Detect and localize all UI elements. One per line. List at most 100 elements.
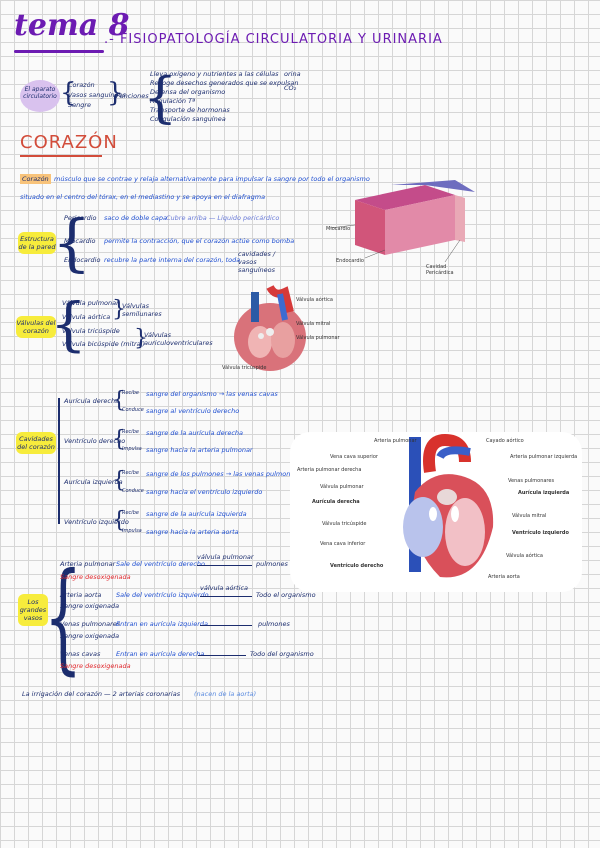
vaso-desc: Sale del ventrículo izquierdo bbox=[116, 591, 209, 599]
heart-big-label: Venas pulmonares bbox=[508, 478, 554, 484]
estructura-item-name: Miocardio bbox=[64, 237, 96, 245]
valvula-item: Válvula bicúspide (mitral) bbox=[62, 340, 145, 348]
funcion-item: Regulación Tª bbox=[150, 97, 195, 105]
irrigacion-text: La irrigación del corazón — 2 arterias c… bbox=[22, 690, 180, 698]
aparato-part: Corazón bbox=[68, 81, 95, 89]
valvula-item: Válvula pulmonar bbox=[62, 299, 119, 307]
funcion-item: Defensa del organismo bbox=[150, 88, 225, 96]
estructura-item-desc: saco de doble capa bbox=[104, 214, 167, 222]
vaso-dest: pulmones bbox=[258, 620, 290, 628]
title-underline bbox=[14, 50, 104, 53]
cavidad-verb: Conduce bbox=[122, 407, 144, 413]
cavidad-text: sangre hacia el ventrículo izquierdo bbox=[146, 488, 262, 496]
vaso-desc: Entran en aurícula derecha bbox=[116, 650, 204, 658]
heart-small-label: Válvula aórtica bbox=[296, 297, 333, 303]
heart-big-label: Vena cava inferior bbox=[320, 541, 365, 547]
cavidad-verb: Recibe bbox=[122, 390, 139, 396]
page-subtitle: .- FISIOPATOLOGÍA CIRCULATORIA Y URINARI… bbox=[104, 32, 443, 47]
cavidad-verb: Impulsa bbox=[122, 528, 142, 534]
heart-anatomy-illustration bbox=[385, 432, 505, 592]
heart-big-label: Vena cava superior bbox=[330, 454, 378, 460]
cavidad-verb: Recibe bbox=[122, 510, 139, 516]
estructura-item-name: Endocardio bbox=[64, 256, 100, 264]
vaso-type: Sangre oxigenada bbox=[60, 632, 119, 640]
vaso-dest: Todo el organismo bbox=[256, 591, 316, 599]
cavidad-verb: Recibe bbox=[122, 429, 139, 435]
corazon-term: Corazón bbox=[20, 174, 51, 184]
heart-big-label: Ventrículo derecho bbox=[330, 563, 383, 569]
estructura-item-extra: cavidades / vasos sanguíneos bbox=[238, 250, 283, 274]
valvulas-group: Válvulas auriculoventriculares bbox=[144, 331, 204, 347]
heart-big-label: Aurícula izquierda bbox=[518, 490, 569, 496]
heart-small-label: Válvula pulmonar bbox=[296, 335, 340, 341]
estructura-item-extra: Cubre arriba — Líquido pericárdico bbox=[166, 214, 279, 222]
funcion-item: Lleva oxígeno y nutrientes a las células bbox=[150, 70, 279, 78]
corazon-def-line2: situado en el centro del tórax, en el me… bbox=[20, 193, 265, 201]
estructura-label: Estructura de la pared bbox=[18, 232, 56, 254]
vaso-type: Sangre desoxigenada bbox=[60, 573, 131, 581]
estructura-item-desc: recubre la parte interna del corazón, to… bbox=[104, 256, 240, 264]
vaso-name: Arteria pulmonar bbox=[60, 560, 115, 568]
heart-big-label: Arteria pulmonar izquierda bbox=[510, 454, 577, 460]
cavidad-text: sangre del organismo → las venas cavas bbox=[146, 390, 278, 398]
cavidad-text: sangre al ventrículo derecho bbox=[146, 407, 239, 415]
vaso-name: Venas pulmonares bbox=[60, 620, 120, 628]
cavidad-verb: Impulsa bbox=[122, 446, 142, 452]
aparato-label: El aparato circulatorio bbox=[20, 80, 60, 112]
estructura-item-name: Pericardio bbox=[64, 214, 97, 222]
vaso-name: Arteria aorta bbox=[60, 591, 101, 599]
cavidades-bracket bbox=[58, 398, 60, 524]
pared-label: Endocardio bbox=[336, 258, 364, 264]
irrigacion-note: (nacen de la aorta) bbox=[194, 690, 256, 698]
cavidad-name: Aurícula derecha bbox=[64, 397, 119, 405]
cavidad-verb: Recibe bbox=[122, 470, 139, 476]
heart-small-label: Válvula mitral bbox=[296, 321, 330, 327]
heart-big-label: Válvula pulmonar bbox=[320, 484, 364, 490]
cavidad-text: sangre de los pulmones → las venas pulmo… bbox=[146, 470, 304, 478]
cavidad-verb: Conduce bbox=[122, 488, 144, 494]
side-note: orina bbox=[284, 70, 301, 78]
aparato-part: Sangre bbox=[68, 101, 91, 109]
heart-big-label: Arteria pulmonar bbox=[374, 438, 417, 444]
vaso-valve: válvula aórtica bbox=[200, 584, 248, 592]
vaso-type: Sangre desoxigenada bbox=[60, 662, 131, 670]
arrow-line bbox=[200, 596, 252, 597]
arrow-line bbox=[197, 565, 252, 566]
valvula-item: Válvula aórtica bbox=[62, 313, 110, 321]
heart-big-label: Aurícula derecha bbox=[312, 499, 360, 505]
funcion-item: Recoge desechos generados que se expulsa… bbox=[150, 79, 299, 87]
vaso-dest: Todo del organismo bbox=[250, 650, 314, 658]
vaso-type: Sangre oxigenada bbox=[60, 602, 119, 610]
heart-big-label: Cayado aórtico bbox=[486, 438, 524, 444]
heart-big-label: Válvula tricúspide bbox=[322, 521, 366, 527]
corazon-def-line1: músculo que se contrae y relaja alternat… bbox=[54, 175, 370, 183]
arrow-line bbox=[200, 625, 252, 626]
cavidad-text: sangre de la aurícula izquierda bbox=[146, 510, 247, 518]
vaso-name: Venas cavas bbox=[60, 650, 100, 658]
arrow-line bbox=[198, 655, 246, 656]
pared-label: Miocardio bbox=[326, 226, 350, 232]
heart-small-label: Válvula tricúspide bbox=[222, 365, 266, 371]
funcion-item: Transporte de hormonas bbox=[150, 106, 230, 114]
cavidad-text: sangre hacia la arteria aorta bbox=[146, 528, 239, 536]
pared-label: Cavidad Pericárdica bbox=[426, 264, 466, 276]
heart-big-label: Válvula mitral bbox=[512, 513, 546, 519]
valvula-item: Válvula tricúspide bbox=[62, 327, 120, 335]
heart-big-label: Arteria pulmonar derecha bbox=[297, 467, 361, 473]
vaso-desc: Entran en aurícula izquierda bbox=[116, 620, 208, 628]
cavidades-label: Cavidades del corazón bbox=[16, 432, 56, 454]
heading-underline bbox=[20, 155, 102, 157]
heart-big-label: Ventrículo izquierdo bbox=[512, 530, 569, 536]
vaso-dest: pulmones bbox=[256, 560, 288, 568]
estructura-item-desc: permite la contracción, que el corazón a… bbox=[104, 237, 294, 245]
cavidad-text: sangre de la aurícula derecha bbox=[146, 429, 243, 437]
vaso-desc: Sale del ventrículo derecho bbox=[116, 560, 205, 568]
section-heading-corazon: CORAZÓN bbox=[20, 132, 118, 153]
heart-big-label: Arteria aorta bbox=[488, 574, 520, 580]
funcion-item: Coagulación sanguínea bbox=[150, 115, 226, 123]
vaso-valve: válvula pulmonar bbox=[197, 553, 254, 561]
heart-big-label: Válvula aórtica bbox=[506, 553, 543, 559]
side-note: CO₂ bbox=[284, 84, 296, 92]
valvulas-group: Válvulas semilunares bbox=[122, 302, 162, 318]
cavidad-text: sangre hacia la arteria pulmonar bbox=[146, 446, 253, 454]
